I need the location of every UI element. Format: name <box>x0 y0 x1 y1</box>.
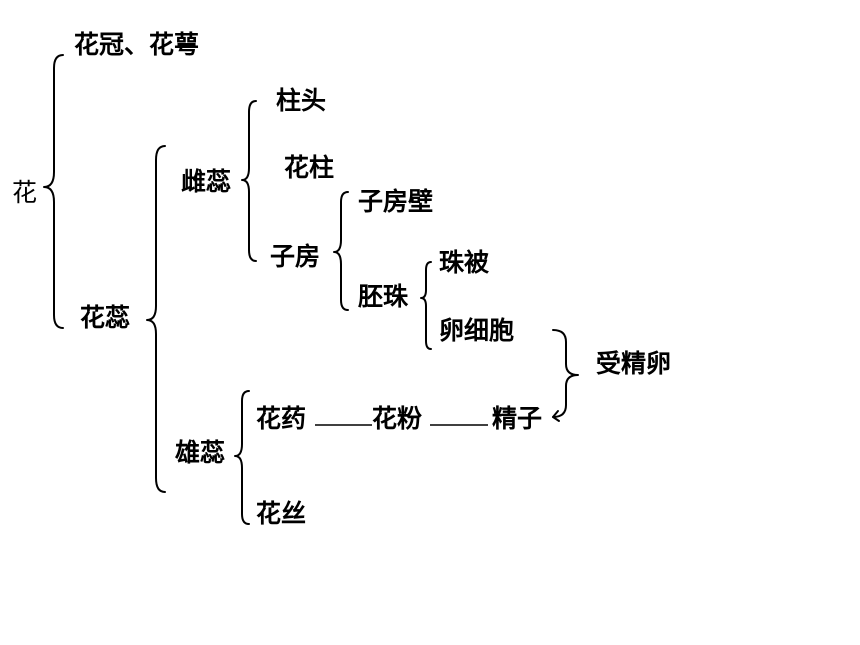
brace-pistil <box>241 100 257 262</box>
brace-ovary <box>333 191 349 311</box>
node-integument: 珠被 <box>439 248 490 277</box>
node-filament: 花丝 <box>256 499 307 528</box>
node-ovule: 胚珠 <box>358 282 409 311</box>
node-ovary-wall: 子房壁 <box>358 187 434 216</box>
node-stamen-pistil: 花蕊 <box>80 303 131 332</box>
node-anther: 花药 <box>256 404 307 433</box>
node-flower: 花 <box>12 178 38 207</box>
brace-ovule <box>420 261 432 350</box>
brace-stamen-pistil <box>146 145 166 493</box>
brace-stamen <box>234 390 250 525</box>
node-pollen: 花粉 <box>372 404 423 433</box>
node-style: 花柱 <box>284 153 335 182</box>
brace-flower <box>43 54 64 329</box>
node-ovary: 子房 <box>270 242 321 271</box>
node-corolla-calyx: 花冠、花萼 <box>74 30 200 59</box>
brace-fertilization <box>552 329 579 418</box>
node-egg-cell: 卵细胞 <box>439 316 515 345</box>
node-fertilized-egg: 受精卵 <box>596 349 672 378</box>
node-sperm: 精子 <box>492 404 543 433</box>
node-pistil: 雌蕊 <box>181 167 232 196</box>
arrow-tick <box>552 410 560 422</box>
node-stigma: 柱头 <box>276 86 327 115</box>
node-stamen: 雄蕊 <box>175 438 226 467</box>
